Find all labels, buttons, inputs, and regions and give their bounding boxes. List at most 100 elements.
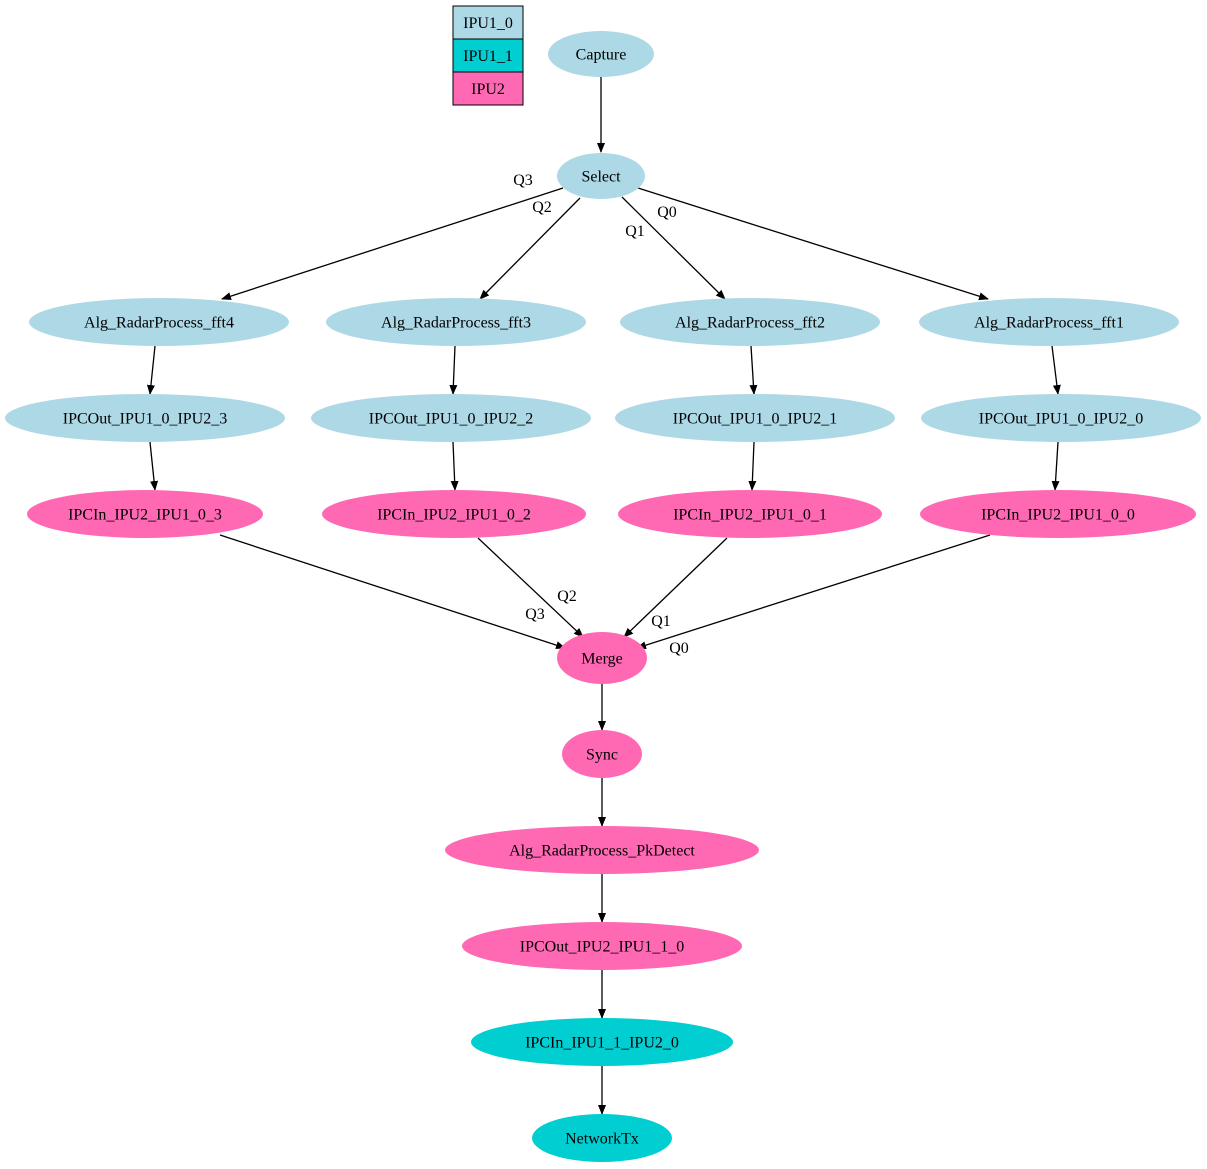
edge-ipcout_1-to-ipcin_1 [748, 441, 757, 491]
edge-label-q0: Q0 [669, 640, 689, 657]
edge-label-q0: Q0 [657, 204, 677, 221]
node-label: Alg_RadarProcess_fft3 [381, 315, 531, 332]
node-ipcout_0: IPCOut_IPU1_0_IPU2_0 [921, 394, 1201, 442]
node-ipcout_2: IPCOut_IPU1_0_IPU2_2 [311, 394, 591, 442]
edge-ipcout_2-to-ipcin_2 [450, 441, 459, 491]
edge-ipcin_1-to-merge: Q1 [623, 537, 728, 638]
node-shape [562, 730, 642, 778]
node-shape [471, 1018, 733, 1066]
node-label: IPCOut_IPU2_IPU1_1_0 [520, 939, 684, 956]
node-label: Alg_RadarProcess_PkDetect [509, 843, 695, 860]
node-shape [548, 31, 654, 77]
node-label: IPCOut_IPU1_0_IPU2_2 [369, 411, 533, 428]
edge-alg_fft2-to-ipcout_1 [749, 345, 758, 395]
legend-label-ipu1-0: IPU1_0 [463, 15, 513, 32]
node-ipcout_3: IPCOut_IPU1_0_IPU2_3 [5, 394, 285, 442]
edge-arrow [636, 534, 991, 650]
edge-label-q2: Q2 [532, 199, 552, 216]
node-shape [27, 490, 263, 538]
edge-select-to-alg_fft3: Q2 [479, 197, 581, 300]
node-merge: Merge [557, 632, 647, 684]
edge-arrow [479, 197, 581, 300]
node-sync: Sync [562, 730, 642, 778]
node-shape [462, 922, 742, 970]
legend-swatch-ipu1-0 [452, 5, 524, 40]
node-ipcin_3: IPCIn_IPU2_IPU1_0_3 [27, 490, 263, 538]
edge-arrow [1051, 441, 1060, 491]
node-ipcin_0: IPCIn_IPU2_IPU1_0_0 [920, 490, 1196, 538]
edge-ipcin_0-to-merge: Q0 [636, 534, 991, 657]
node-alg_fft4: Alg_RadarProcess_fft4 [29, 298, 289, 346]
node-shape [920, 490, 1196, 538]
node-ipcin_1: IPCIn_IPU2_IPU1_0_1 [618, 490, 882, 538]
edge-alg_fft4-to-ipcout_3 [146, 345, 156, 395]
node-alg_fft1: Alg_RadarProcess_fft1 [919, 298, 1179, 346]
node-alg_fft2: Alg_RadarProcess_fft2 [620, 298, 880, 346]
node-shape [919, 298, 1179, 346]
edge-label-q3: Q3 [525, 606, 545, 623]
node-label: Sync [586, 747, 618, 764]
node-shape [921, 394, 1201, 442]
edge-label-q2: Q2 [557, 588, 577, 605]
node-label: Merge [581, 651, 622, 668]
node-label: Alg_RadarProcess_fft4 [84, 315, 234, 332]
node-label: IPCIn_IPU2_IPU1_0_3 [68, 507, 222, 524]
edge-arrow [450, 441, 459, 491]
edge-arrow [748, 441, 757, 491]
node-capture: Capture [548, 31, 654, 77]
legend-entry-ipu1-0: IPU1_0 [452, 5, 524, 40]
node-label: IPCOut_IPU1_0_IPU2_1 [673, 411, 837, 428]
node-ipcin_ipu1_1: IPCIn_IPU1_1_IPU2_0 [471, 1018, 733, 1066]
node-shape [311, 394, 591, 442]
edge-arrow [146, 345, 156, 395]
node-shape [557, 632, 647, 684]
node-label: Select [581, 169, 621, 186]
edge-select-to-alg_fft4: Q3 [221, 172, 564, 301]
node-label: NetworkTx [565, 1131, 639, 1148]
node-shape [445, 826, 759, 874]
edge-arrow [149, 441, 159, 491]
node-pkdetect: Alg_RadarProcess_PkDetect [445, 826, 759, 874]
node-label: IPCIn_IPU1_1_IPU2_0 [525, 1035, 679, 1052]
edge-ipcout_0-to-ipcin_0 [1051, 441, 1060, 491]
node-networktx: NetworkTx [532, 1114, 672, 1162]
node-label: Capture [576, 47, 627, 64]
node-shape [326, 298, 586, 346]
edge-arrow [621, 196, 726, 300]
edge-ipcout_3-to-ipcin_3 [149, 441, 159, 491]
legend-swatch-ipu1-1 [452, 38, 524, 73]
node-label: IPCIn_IPU2_IPU1_0_0 [981, 507, 1135, 524]
node-ipcout_ipu2: IPCOut_IPU2_IPU1_1_0 [462, 922, 742, 970]
legend-label-ipu1-1: IPU1_1 [463, 48, 513, 65]
legend-label-ipu2: IPU2 [471, 81, 505, 98]
edge-arrow [221, 187, 564, 301]
node-ipcout_1: IPCOut_IPU1_0_IPU2_1 [615, 394, 895, 442]
edge-alg_fft1-to-ipcout_0 [1051, 345, 1061, 395]
node-shape [532, 1114, 672, 1162]
legend-entry-ipu1-1: IPU1_1 [452, 38, 524, 73]
edge-select-to-alg_fft1: Q0 [637, 187, 989, 301]
node-shape [620, 298, 880, 346]
node-ipcin_2: IPCIn_IPU2_IPU1_0_2 [322, 490, 586, 538]
node-alg_fft3: Alg_RadarProcess_fft3 [326, 298, 586, 346]
edge-ipcin_3-to-merge: Q3 [219, 534, 566, 649]
edge-alg_fft3-to-ipcout_2 [449, 345, 458, 395]
node-shape [557, 153, 645, 199]
node-shape [615, 394, 895, 442]
edge-arrow [449, 345, 458, 395]
node-label: Alg_RadarProcess_fft2 [675, 315, 825, 332]
edge-arrow [1051, 345, 1061, 395]
legend-entry-ipu2: IPU2 [452, 71, 524, 106]
edge-label-q1: Q1 [625, 223, 645, 240]
edge-select-to-alg_fft2: Q1 [621, 196, 726, 300]
edge-arrow [637, 187, 989, 301]
node-select: Select [557, 153, 645, 199]
node-shape [5, 394, 285, 442]
node-label: Alg_RadarProcess_fft1 [974, 315, 1124, 332]
node-shape [322, 490, 586, 538]
edge-arrow [749, 345, 758, 395]
edge-arrow [623, 537, 728, 638]
